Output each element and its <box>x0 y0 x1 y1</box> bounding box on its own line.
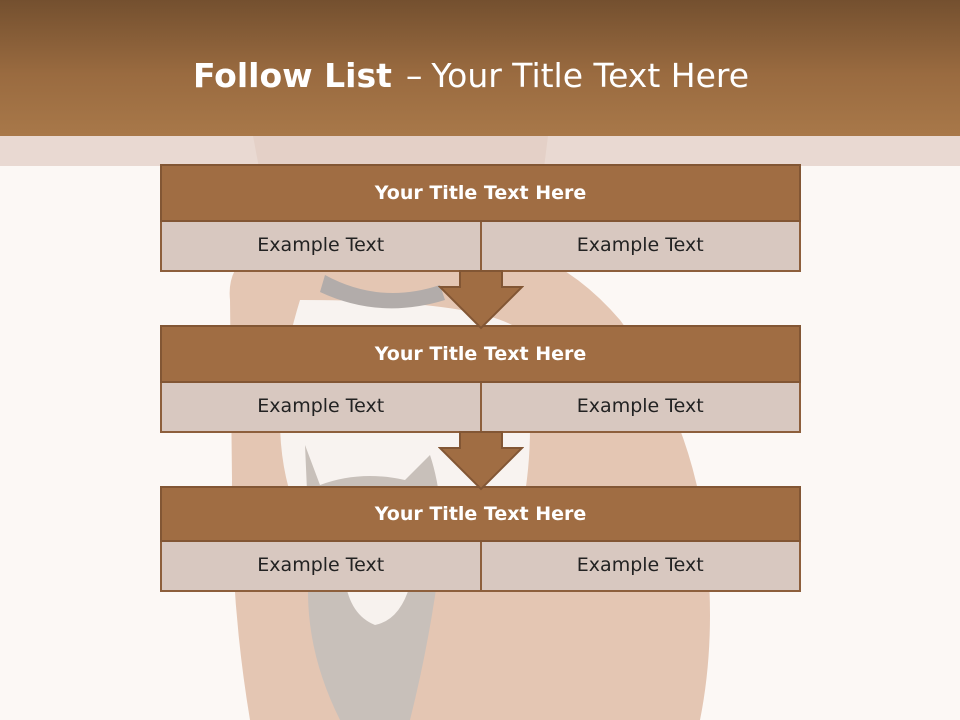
block-row: Example Text Example Text <box>160 222 801 272</box>
block-row: Example Text Example Text <box>160 542 801 592</box>
header-strip <box>0 136 960 166</box>
down-arrow-icon <box>438 431 524 491</box>
list-block-2: Your Title Text Here Example Text Exampl… <box>160 325 801 433</box>
block-cell-left: Example Text <box>160 383 482 433</box>
list-block-1: Your Title Text Here Example Text Exampl… <box>160 164 801 272</box>
title-bold: Follow List <box>192 56 392 95</box>
block-title: Your Title Text Here <box>160 164 801 222</box>
block-row: Example Text Example Text <box>160 383 801 433</box>
page-title: Follow List–Your Title Text Here <box>0 50 942 102</box>
down-arrow-icon <box>438 270 524 330</box>
title-dash: – <box>405 56 423 95</box>
list-block-3: Your Title Text Here Example Text Exampl… <box>160 486 801 592</box>
block-cell-left: Example Text <box>160 222 482 272</box>
block-title: Your Title Text Here <box>160 486 801 542</box>
block-title: Your Title Text Here <box>160 325 801 383</box>
block-cell-left: Example Text <box>160 542 482 592</box>
block-cell-right: Example Text <box>481 383 801 433</box>
block-cell-right: Example Text <box>481 542 801 592</box>
header-bar <box>0 0 960 136</box>
title-rest: Your Title Text Here <box>431 56 750 95</box>
block-cell-right: Example Text <box>481 222 801 272</box>
